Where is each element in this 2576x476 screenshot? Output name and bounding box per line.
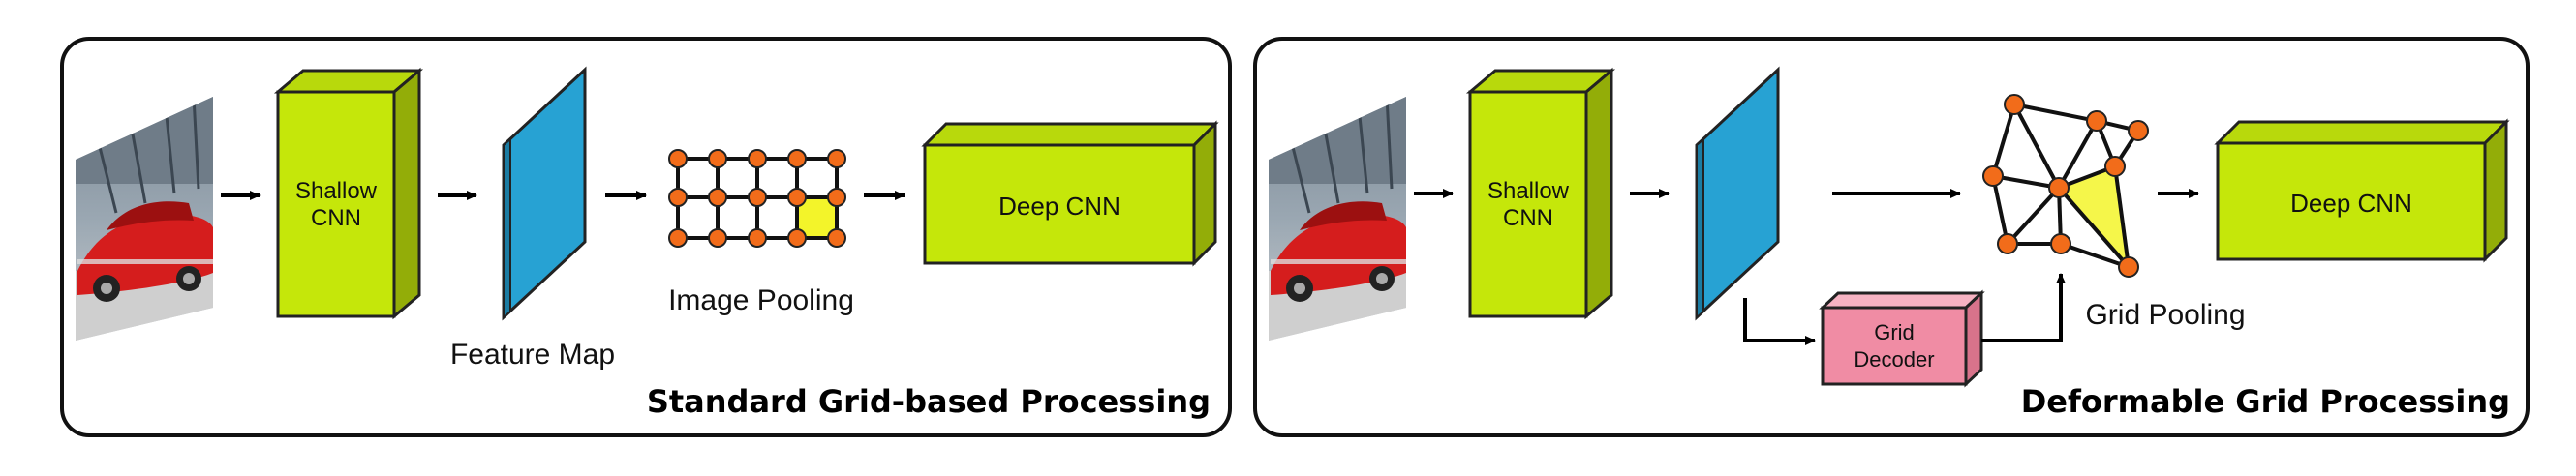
grid-node: [787, 149, 807, 168]
grid-node: [827, 188, 846, 207]
deep-cnn-block: Deep CNN: [921, 120, 1219, 267]
grid-edge: [2060, 242, 2130, 269]
grid-node: [2048, 177, 2070, 198]
grid-node: [2004, 94, 2025, 115]
shallow-cnn-block: Shallow CNN: [1465, 67, 1616, 320]
grid-node: [787, 228, 807, 248]
feature-map-label: Feature Map: [450, 339, 615, 371]
grid-node: [2118, 256, 2139, 278]
grid-node: [2050, 233, 2071, 254]
grid-node: [827, 228, 846, 248]
grid-node: [668, 228, 688, 248]
panel-title-deformable: Deformable Grid Processing: [2021, 383, 2510, 420]
input-car-image: [1269, 97, 1406, 341]
grid-edge: [2006, 186, 2061, 246]
shallow-cnn-label-line1: Shallow: [295, 178, 378, 204]
grid-edge: [1991, 175, 2009, 245]
grid-edge: [2057, 186, 2131, 269]
arrow-decoder-to-grid-pooling: [1981, 273, 2066, 342]
grid-edge: [2013, 103, 2098, 123]
grid-node: [827, 149, 846, 168]
grid-node: [708, 149, 727, 168]
arrow-feature-to-decoder: [1743, 298, 1816, 345]
grid-decoder-block: Grid Decoder: [1819, 289, 1985, 388]
shallow-cnn-label-line2: CNN: [1503, 205, 1553, 231]
highlighted-cell: [2059, 166, 2129, 267]
deep-cnn-block: Deep CNN: [2214, 118, 2510, 263]
grid-decoder-label-line2: Decoder: [1854, 347, 1934, 372]
panel-title-standard: Standard Grid-based Processing: [647, 383, 1211, 420]
grid-node: [748, 228, 767, 248]
grid-pooling-label: Grid Pooling: [2085, 299, 2245, 331]
shallow-cnn-label-line2: CNN: [311, 205, 361, 231]
grid-edge: [2057, 120, 2099, 189]
image-pooling-label: Image Pooling: [668, 284, 854, 316]
deep-cnn-label: Deep CNN: [2290, 189, 2412, 218]
panel-standard-grid: Shallow CNN Feature Map Image Pooling De…: [60, 37, 1232, 437]
grid-node: [1982, 165, 2004, 187]
feature-map: [502, 66, 587, 321]
grid-edge: [1991, 104, 2016, 177]
panel-deformable-grid: Shallow CNN Grid Decoder Grid Pooling: [1253, 37, 2530, 437]
shallow-cnn-label-line1: Shallow: [1487, 178, 1570, 204]
feature-map: [1695, 66, 1780, 321]
grid-node: [748, 149, 767, 168]
grid-pooling-deformable-grid: [1982, 94, 2149, 278]
grid-node: [2104, 156, 2126, 177]
shallow-cnn-block: Shallow CNN: [273, 67, 424, 320]
grid-node: [2128, 120, 2149, 141]
grid-node: [708, 228, 727, 248]
grid-node: [668, 188, 688, 207]
grid-edge: [2012, 104, 2061, 189]
grid-decoder-label-line1: Grid: [1874, 320, 1915, 344]
deep-cnn-label: Deep CNN: [998, 192, 1120, 221]
grid-node: [708, 188, 727, 207]
grid-node: [668, 149, 688, 168]
grid-node: [787, 188, 807, 207]
grid-node: [748, 188, 767, 207]
grid-edge: [1992, 174, 2060, 190]
grid-node: [1997, 233, 2018, 254]
image-pooling-grid: [668, 149, 846, 248]
grid-edge: [2113, 165, 2131, 268]
grid-node: [2086, 110, 2107, 132]
